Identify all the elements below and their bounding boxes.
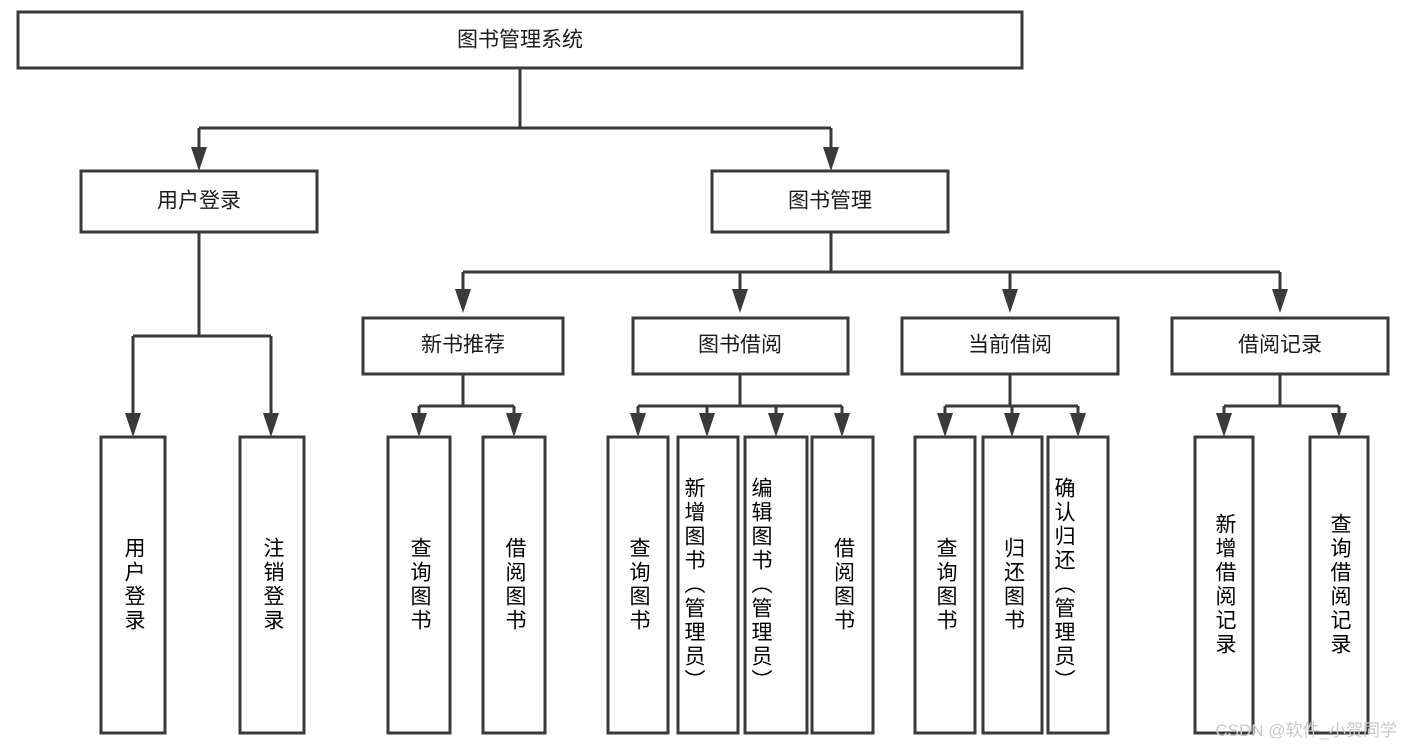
leaf-cb-confirm-return-label: 确认归还（管理员） <box>1052 477 1075 693</box>
node-book-borrow[interactable]: 图书借阅 <box>631 316 850 376</box>
connector-book-borrow-to-leaves <box>636 374 844 425</box>
connector-book-management-to-level3 <box>461 232 1282 300</box>
leaf-br-add-record[interactable]: 新增借阅记录 <box>1193 435 1255 735</box>
arrowhead-leaf-bb-borrow-book <box>834 413 850 437</box>
node-root-label: 图书管理系统 <box>457 29 583 52</box>
arrowhead-to-book-borrow <box>732 289 748 313</box>
node-borrow-record[interactable]: 借阅记录 <box>1170 316 1390 376</box>
leaf-nbr-query-book-box[interactable] <box>386 435 452 735</box>
leaf-bb-query-book-box[interactable] <box>606 435 670 735</box>
node-current-borrow[interactable]: 当前借阅 <box>900 316 1120 376</box>
arrowhead-leaf-br-query-record <box>1331 413 1347 437</box>
leaf-bb-query-book[interactable]: 查询图书 <box>606 435 670 735</box>
node-book-management-label: 图书管理 <box>788 190 872 213</box>
leaf-nbr-borrow-book-box[interactable] <box>481 435 547 735</box>
arrowhead-leaf-logout <box>263 413 279 437</box>
leaf-nbr-query-book-label: 查询图书 <box>408 537 431 633</box>
arrowhead-leaf-bb-query-book <box>630 413 646 437</box>
arrowhead-leaf-bb-add-book <box>699 413 715 437</box>
leaf-nbr-borrow-book[interactable]: 借阅图书 <box>481 435 547 735</box>
leaf-user-login-logout[interactable]: 注销登录 <box>238 435 306 735</box>
node-user-login[interactable]: 用户登录 <box>79 169 319 234</box>
arrowhead-leaf-cb-confirm-return <box>1070 413 1086 437</box>
node-book-borrow-box[interactable] <box>631 316 850 376</box>
arrowhead-leaf-cb-return-book <box>1004 413 1020 437</box>
node-root-box[interactable] <box>16 10 1024 70</box>
connector-layer <box>125 68 1347 437</box>
leaf-bb-borrow-book-label: 借阅图书 <box>831 537 855 633</box>
arrowhead-leaf-user-login <box>125 413 141 437</box>
leaf-bb-borrow-book[interactable]: 借阅图书 <box>810 435 875 735</box>
leaf-user-login-login[interactable]: 用户登录 <box>99 435 167 735</box>
connector-new-book-recommend-to-leaves <box>417 374 516 425</box>
leaf-cb-return-book-box[interactable] <box>981 435 1044 735</box>
arrowhead-leaf-nbr-query-book <box>411 413 427 437</box>
leaf-bb-borrow-book-box[interactable] <box>810 435 875 735</box>
node-borrow-record-label: 借阅记录 <box>1238 334 1322 357</box>
arrowhead-to-borrow-record <box>1272 289 1288 313</box>
leaf-cb-confirm-return-box[interactable] <box>1046 435 1110 735</box>
leaf-cb-return-book[interactable]: 归还图书 <box>981 435 1044 735</box>
leaf-bb-edit-book[interactable]: 编辑图书（管理员） <box>743 435 809 735</box>
leaf-br-add-record-label: 新增借阅记录 <box>1213 513 1236 657</box>
connector-root-to-level2 <box>197 68 833 160</box>
leaf-bb-add-book-box[interactable] <box>676 435 740 735</box>
leaf-bb-edit-book-label: 编辑图书（管理员） <box>749 477 772 693</box>
arrowhead-leaf-cb-query-book <box>937 413 953 437</box>
leaf-cb-return-book-label: 归还图书 <box>1001 537 1025 633</box>
node-root[interactable]: 图书管理系统 <box>16 10 1024 70</box>
arrowhead-to-book-management <box>823 147 839 171</box>
node-new-book-recommend-label: 新书推荐 <box>421 334 505 357</box>
leaf-br-query-record-box[interactable] <box>1308 435 1370 735</box>
leaf-user-login-logout-label: 注销登录 <box>261 537 284 633</box>
node-new-book-recommend-box[interactable] <box>361 316 565 376</box>
connector-borrow-record-to-leaves <box>1222 374 1341 425</box>
node-book-borrow-label: 图书借阅 <box>698 334 782 357</box>
node-current-borrow-box[interactable] <box>900 316 1120 376</box>
arrowhead-to-user-login <box>191 147 207 171</box>
node-user-login-label: 用户登录 <box>157 190 241 213</box>
node-user-login-box[interactable] <box>79 169 319 234</box>
leaf-br-query-record[interactable]: 查询借阅记录 <box>1308 435 1370 735</box>
leaf-br-query-record-label: 查询借阅记录 <box>1328 513 1351 657</box>
leaf-user-login-logout-box[interactable] <box>238 435 306 735</box>
arrowhead-leaf-bb-edit-book <box>768 413 784 437</box>
node-borrow-record-box[interactable] <box>1170 316 1390 376</box>
leaf-cb-query-book-label: 查询图书 <box>934 537 957 633</box>
leaf-user-login-login-box[interactable] <box>99 435 167 735</box>
arrowhead-leaf-nbr-borrow-book <box>506 413 522 437</box>
leaf-bb-query-book-label: 查询图书 <box>627 537 650 633</box>
leaf-cb-query-book-box[interactable] <box>913 435 977 735</box>
leaf-bb-add-book-label: 新增图书（管理员） <box>682 477 705 693</box>
leaf-nbr-query-book[interactable]: 查询图书 <box>386 435 452 735</box>
node-current-borrow-label: 当前借阅 <box>968 334 1052 357</box>
leaf-nbr-borrow-book-label: 借阅图书 <box>503 537 526 633</box>
leaf-bb-add-book[interactable]: 新增图书（管理员） <box>676 435 740 735</box>
leaf-cb-query-book[interactable]: 查询图书 <box>913 435 977 735</box>
arrowhead-to-new-book-recommend <box>455 289 471 313</box>
leaf-bb-edit-book-box[interactable] <box>743 435 809 735</box>
node-book-management[interactable]: 图书管理 <box>710 169 950 234</box>
arrowhead-leaf-br-add-record <box>1216 413 1232 437</box>
leaf-user-login-login-label: 用户登录 <box>122 537 145 633</box>
connector-user-login-to-leaves <box>131 232 273 425</box>
node-book-management-box[interactable] <box>710 169 950 234</box>
arrowhead-to-current-borrow <box>1002 289 1018 313</box>
node-new-book-recommend[interactable]: 新书推荐 <box>361 316 565 376</box>
leaf-cb-confirm-return[interactable]: 确认归还（管理员） <box>1046 435 1110 735</box>
leaf-br-add-record-box[interactable] <box>1193 435 1255 735</box>
